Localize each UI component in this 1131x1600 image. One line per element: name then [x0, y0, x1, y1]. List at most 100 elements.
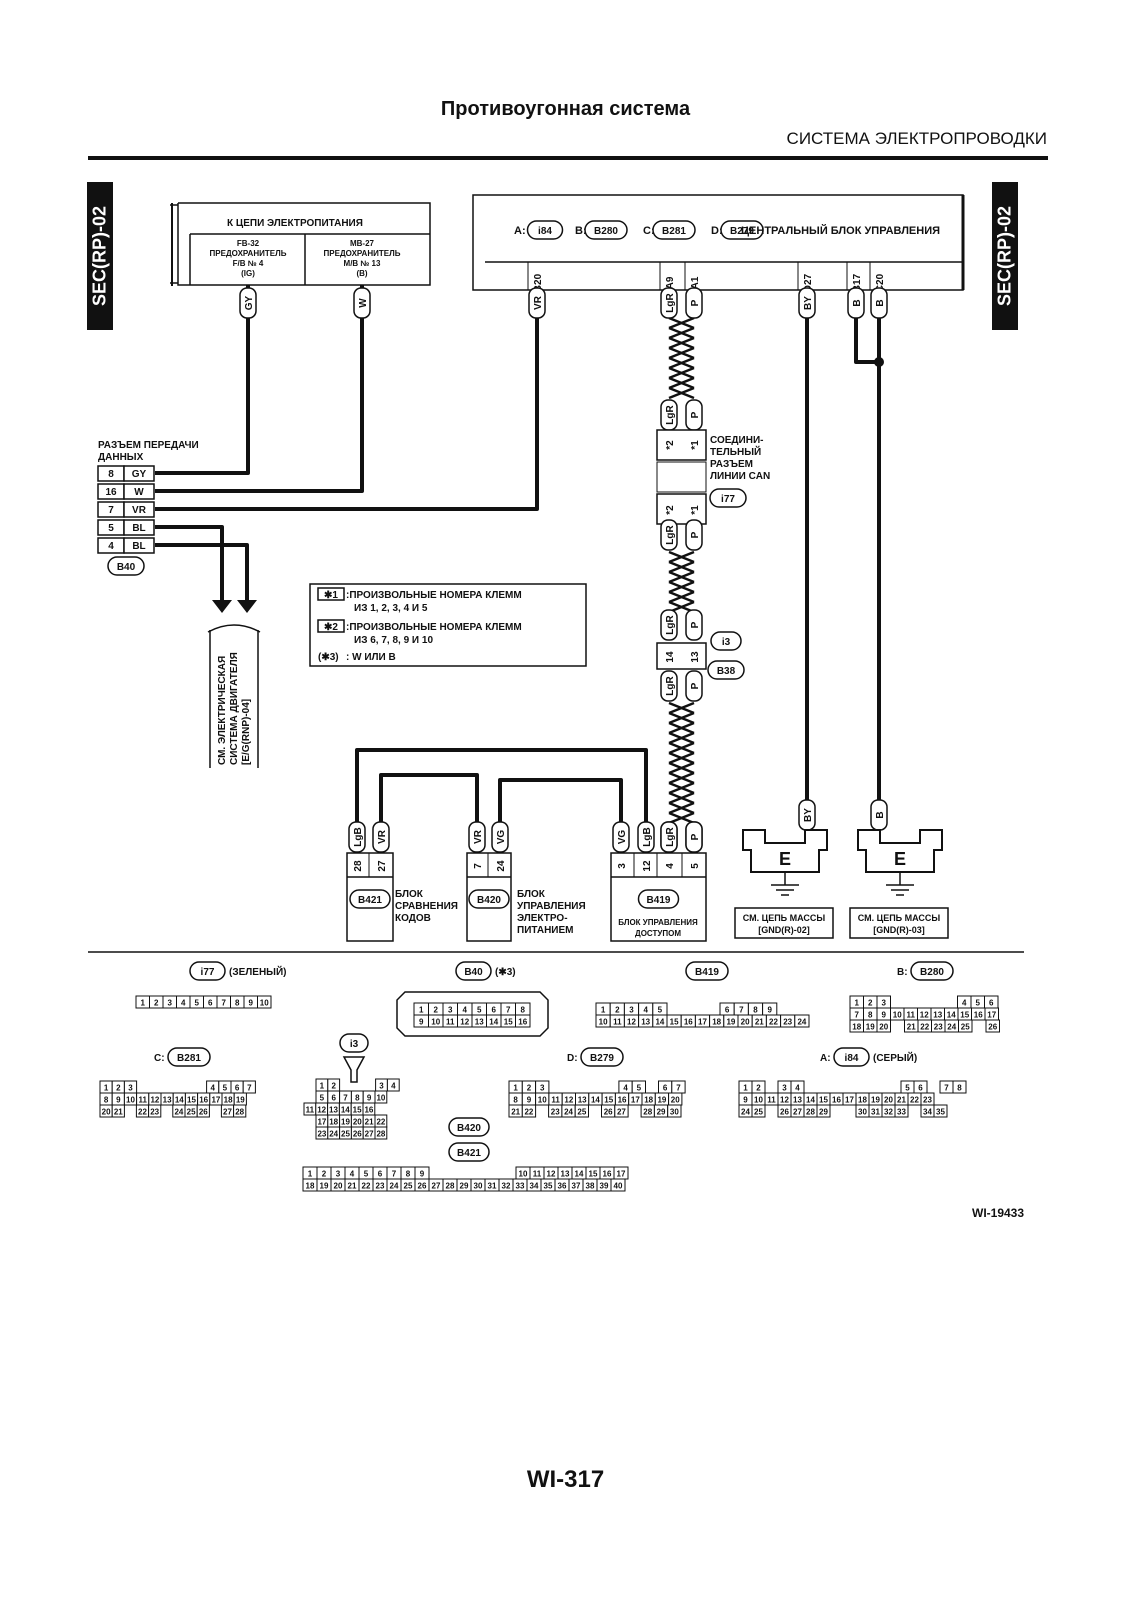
- conn-i84-pin: 3: [782, 1084, 787, 1093]
- conn-i77-cell: [257, 995, 272, 1009]
- ground-ref-text: [GND(R)-02]: [758, 925, 810, 935]
- conn-b279-pin: 4: [623, 1084, 628, 1093]
- conn-i3-pin: 7: [343, 1094, 348, 1103]
- connector-view-id: [833, 1047, 870, 1067]
- power-title: К ЦЕПИ ЭЛЕКТРОПИТАНИЯ: [227, 218, 363, 229]
- conn-i84-pin: 23: [923, 1096, 932, 1105]
- conn-i84-pin: 13: [793, 1096, 802, 1105]
- conn-b420-b421-pin: 31: [488, 1182, 497, 1191]
- twisted-pair-strand: [668, 336, 695, 350]
- wire-tag-vr-text: VR: [533, 295, 544, 310]
- module-connector-id-text: B421: [358, 895, 382, 906]
- conn-b280-pin: 20: [879, 1023, 888, 1032]
- module-wire-tag: [491, 821, 509, 853]
- conn-b281-pin: 6: [235, 1084, 240, 1093]
- module-wire-tag-text: VG: [617, 830, 628, 845]
- conn-b420-b421-pin: 38: [586, 1182, 595, 1191]
- wire-tag-lgr-text: LgR: [665, 676, 676, 696]
- conn-b420-b421-cell: [610, 1178, 626, 1192]
- wire-tag-p: [685, 287, 703, 319]
- module-wire-tag: [612, 821, 630, 853]
- cbu-pin: D27: [803, 273, 814, 292]
- conn-b281-pin: 18: [224, 1096, 233, 1105]
- conn-b281-pin: 19: [236, 1096, 245, 1105]
- connector-view-id-text: B279: [590, 1053, 614, 1064]
- note-text: : W ИЛИ B: [346, 652, 396, 663]
- conn-b420-b421-pin: 40: [614, 1182, 623, 1191]
- conn-b419-pin: 5: [658, 1006, 663, 1015]
- connector-view-id-text: i77: [201, 967, 215, 978]
- cbu-connector-id-text: i84: [538, 226, 552, 237]
- conn-b40-pin: 15: [504, 1018, 513, 1027]
- wire: [498, 778, 623, 822]
- conn-b419-pin: 1: [601, 1006, 606, 1015]
- conn-i3-pin: 10: [376, 1094, 385, 1103]
- connector-view-id: [189, 961, 226, 981]
- conn-i3-cell: [374, 1126, 388, 1140]
- fuse2-text: ПРЕДОХРАНИТЕЛЬ: [324, 249, 401, 258]
- connector-view-id-text: B420: [457, 1123, 481, 1134]
- twisted-pair-strand: [668, 811, 695, 825]
- conn-b420-b421-pin: 30: [474, 1182, 483, 1191]
- twisted-pair-strand: [668, 781, 695, 795]
- dlc-connector-id-text: B40: [117, 562, 136, 573]
- page-title: Противоугонная система: [440, 98, 691, 120]
- dlc-pin-number: 16: [105, 487, 117, 498]
- conn-b279-cell: [667, 1104, 682, 1118]
- conn-b40-pin: 13: [475, 1018, 484, 1027]
- inline-connector: [656, 642, 707, 670]
- fuse2-text: MB-27: [350, 239, 375, 248]
- conn-i84-pin: 5: [905, 1084, 910, 1093]
- conn-i3-pin: 17: [317, 1118, 326, 1127]
- conn-b419-pin: 6: [725, 1006, 730, 1015]
- twisted-pair-strand: [668, 316, 695, 330]
- wire-tag-b-text: B: [875, 299, 886, 306]
- dlc-pin-number: 8: [108, 469, 114, 480]
- wire-tag-p: [685, 609, 703, 641]
- twisted-pair-strand: [668, 731, 695, 745]
- conn-b420-b421-pin: 18: [306, 1182, 315, 1191]
- twisted-pair-strand: [668, 386, 695, 400]
- conn-i3-pin: 23: [317, 1130, 326, 1139]
- wire: [155, 285, 250, 475]
- conn-b419-pin: 12: [627, 1018, 636, 1027]
- twisted-pair-strand: [668, 761, 695, 775]
- connector-view-prefix: B:: [897, 967, 908, 978]
- dlc-pin-number: 5: [108, 523, 114, 534]
- conn-b279-pin: 27: [617, 1108, 626, 1117]
- conn-b279-pin: 30: [670, 1108, 679, 1117]
- conn-b279-pin: 23: [551, 1108, 560, 1117]
- conn-b279-pin: 3: [540, 1084, 545, 1093]
- dlc-pin-number: 7: [108, 505, 114, 516]
- conn-b281-pin: 10: [126, 1096, 135, 1105]
- conn-b280-pin: 23: [934, 1023, 943, 1032]
- wire-tag-by-text: BY: [803, 296, 814, 310]
- connector-view-prefix: A:: [820, 1053, 831, 1064]
- twisted-pair-strand: [668, 346, 695, 360]
- module-label: СРАВНЕНИЯ: [395, 901, 458, 912]
- header-divider: [88, 156, 1048, 160]
- conn-b420-b421-pin: 16: [603, 1170, 612, 1179]
- conn-b420-b421-pin: 21: [348, 1182, 357, 1191]
- connector-view-suffix: (СЕРЫЙ): [873, 1051, 917, 1064]
- conn-i3-pin: 16: [364, 1106, 373, 1115]
- twisted-pair-strand: [668, 771, 695, 785]
- conn-i84-pin: 9: [743, 1096, 748, 1105]
- wire: [355, 748, 648, 822]
- conn-b280-cell: [985, 1019, 1000, 1033]
- connector-view-suffix: (✱3): [495, 967, 516, 978]
- conn-b40-pin: 7: [506, 1006, 511, 1015]
- conn-i77-pin: 1: [141, 999, 146, 1008]
- conn-b281-pin: 16: [199, 1096, 208, 1105]
- conn-b420-b421-pin: 3: [336, 1170, 341, 1179]
- conn-i3-pin: 25: [341, 1130, 350, 1139]
- conn-b420-b421-pin: 9: [420, 1170, 425, 1179]
- note-key: (✱3): [318, 652, 339, 663]
- note-text: :ПРОИЗВОЛЬНЫЕ НОМЕРА КЛЕММ: [346, 590, 522, 601]
- conn-i3-pin: 1: [320, 1082, 325, 1091]
- cbu-pin: B20: [533, 273, 544, 292]
- cbu-connector-letter: C:: [643, 225, 655, 237]
- conn-i3-pin: 19: [341, 1118, 350, 1127]
- module-connector-id: [637, 889, 680, 909]
- conn-b280-pin: 9: [882, 1011, 887, 1020]
